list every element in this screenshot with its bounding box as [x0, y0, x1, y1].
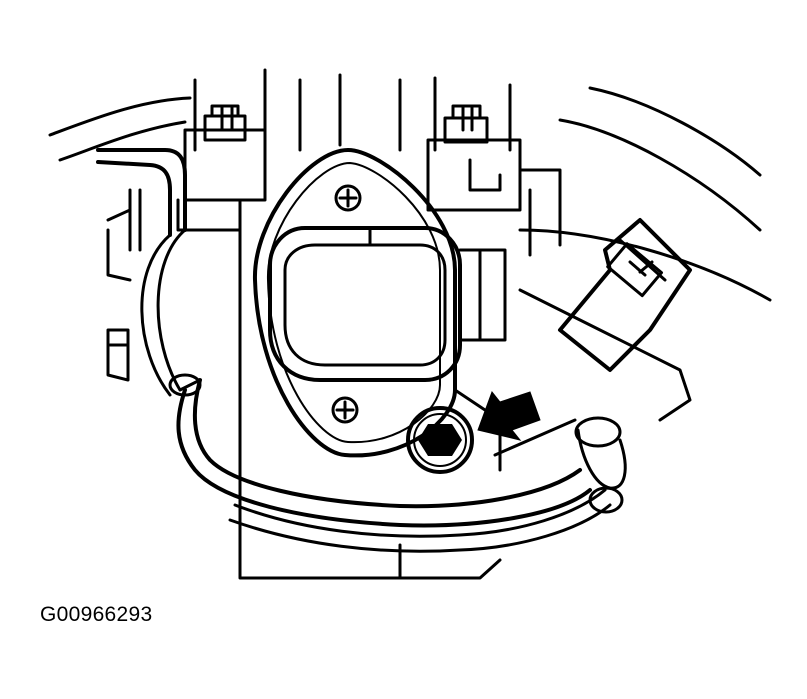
throttle-body-housing [176, 68, 562, 580]
electrical-connector [558, 218, 692, 372]
coolant-pipes [176, 378, 627, 553]
left-mount-block [183, 104, 267, 202]
arrow-icon [477, 390, 541, 441]
sensor-flange [252, 148, 457, 458]
lower-screw-icon [331, 396, 359, 424]
background-hoses [48, 86, 772, 302]
sensor-body [268, 226, 507, 382]
right-mount-block [426, 104, 522, 212]
engine-component-illustration [48, 68, 772, 580]
upper-screw-icon [334, 184, 362, 212]
left-hose [96, 148, 202, 397]
hex-plug [406, 406, 474, 474]
figure-id-label: G00966293 [40, 603, 153, 626]
